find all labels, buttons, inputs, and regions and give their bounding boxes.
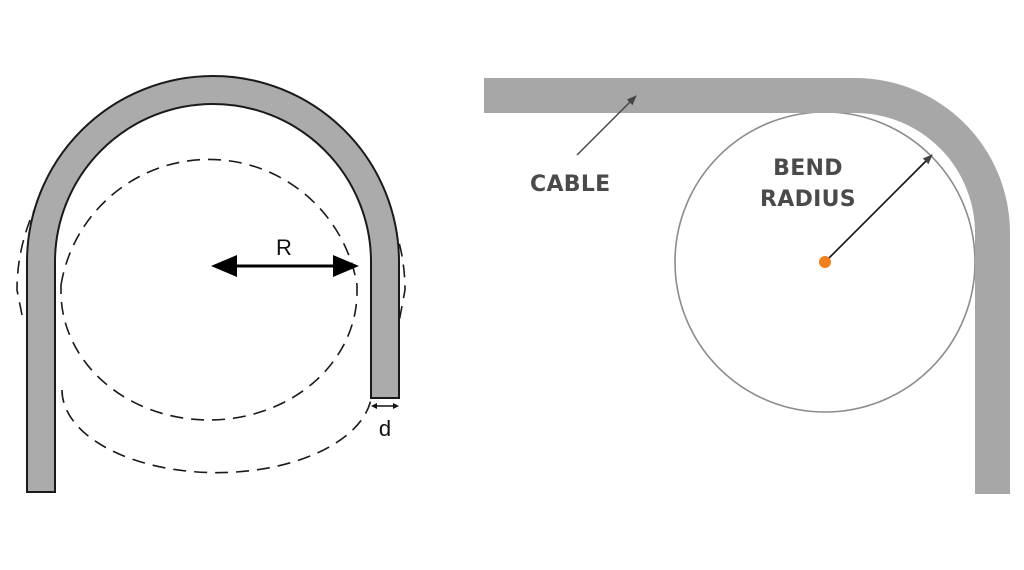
lower-dashed-arc xyxy=(61,389,373,474)
radius-arrowhead-left xyxy=(211,255,237,277)
radius-arrowhead-right xyxy=(333,255,359,277)
bend-label-line-2: RADIUS xyxy=(760,187,856,212)
inner-dashed-circle xyxy=(60,158,358,421)
bend-radius-leader-line xyxy=(824,154,933,263)
thickness-arrowhead-left xyxy=(371,403,377,409)
left-diagram: R d xyxy=(16,75,406,493)
bent-cable xyxy=(484,78,1010,494)
radius-label: R xyxy=(276,235,292,260)
outer-dashed-arc xyxy=(16,95,406,323)
bend-label-line-1: BEND xyxy=(773,156,843,181)
thickness-arrowhead-right xyxy=(393,403,399,409)
cable-label: CABLE xyxy=(530,172,611,197)
center-point xyxy=(819,256,831,268)
right-diagram: CABLE BEND RADIUS xyxy=(484,78,1010,494)
u-shaped-cable xyxy=(26,75,400,493)
cable-leader-line xyxy=(576,95,637,156)
thickness-label: d xyxy=(379,416,391,441)
